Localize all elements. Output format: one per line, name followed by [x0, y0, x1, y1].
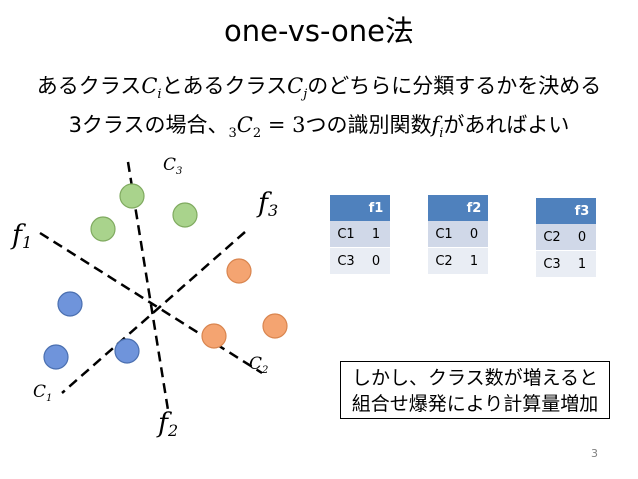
boundary-lines	[39, 161, 263, 411]
table-header-row: f1	[330, 195, 390, 221]
line1-text-b: とあるクラス	[161, 74, 288, 98]
discriminant-fi-symbol: fi	[431, 113, 444, 142]
note-line-2: 組合せ爆発により計算量増加	[351, 393, 599, 415]
page-number: 3	[591, 447, 598, 460]
class-c1-point	[57, 291, 83, 317]
note-line-1: しかし、クラス数が増えると	[351, 367, 599, 389]
boundary-f1	[39, 231, 263, 375]
combination-formula: 3C2 = 3	[228, 113, 306, 142]
line2-text-b: つの識別関数	[305, 113, 432, 137]
line2-text-d: があればよい	[443, 113, 570, 137]
line1-text-a: あるクラス	[36, 74, 142, 98]
class-c2-point	[201, 323, 227, 349]
label-f1: f1	[10, 220, 32, 252]
class-separation-diagram: C3 C2 C1 f1 f2 f3	[10, 155, 288, 440]
combinatorial-explosion-note: しかし、クラス数が増えると 組合せ爆発により計算量増加	[340, 361, 610, 419]
class-c1-point	[114, 338, 140, 364]
class-c2-point	[226, 258, 252, 284]
class-ci-symbol: Ci	[141, 74, 162, 103]
class-c3-point	[90, 216, 116, 242]
class-c1-points	[43, 291, 140, 370]
class-c3-point	[172, 202, 198, 228]
class-c3-point	[119, 183, 145, 209]
class-c2-point	[262, 313, 288, 339]
description-line-1: あるクラスCiとあるクラスCjのどちらに分類するかを決める	[0, 70, 638, 102]
description-line-2: 3クラスの場合、3C2 = 3つの識別関数fiがあればよい	[0, 109, 638, 141]
line2-text-a: 3クラスの場合、	[68, 113, 229, 137]
slide-title: one-vs-one法	[224, 14, 414, 48]
label-f2: f2	[156, 408, 178, 440]
class-cj-symbol: Cj	[287, 74, 308, 103]
boundary-f3	[61, 231, 246, 394]
label-c3: C3	[163, 155, 182, 177]
class-c2-points	[201, 258, 288, 349]
table-header-row: f2	[428, 195, 488, 221]
line1-text-c: のどちらに分類するかを決める	[307, 74, 602, 98]
class-c3-points	[90, 183, 198, 242]
label-f3: f3	[256, 188, 278, 220]
label-c1: C1	[33, 382, 52, 404]
class-c1-point	[43, 344, 69, 370]
table-header-row: f3	[536, 198, 596, 224]
label-c2: C2	[249, 354, 268, 376]
